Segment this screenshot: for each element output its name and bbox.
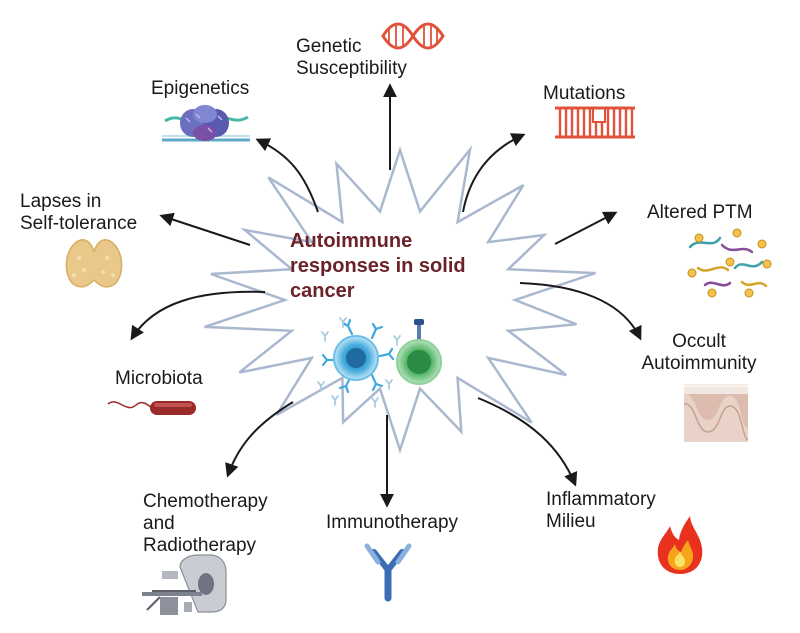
skin-tissue-icon: [683, 384, 749, 442]
label-ptm-line-1: Altered PTM: [647, 202, 753, 223]
modified-protein-icon: [687, 228, 772, 298]
arrow-epigenetics: [255, 138, 319, 213]
center-title-line-3: cancer: [290, 280, 355, 302]
arrows: [130, 83, 642, 508]
dna-helix-icon: [381, 22, 445, 50]
label-microbiota: Microbiota: [115, 368, 203, 390]
label-inflam-line-1: Inflammatory: [546, 489, 656, 510]
arrow-mutations: [462, 133, 526, 213]
arrow-tolerance: [159, 212, 251, 246]
bacterium-icon: [107, 401, 196, 415]
label-tolerance-line-1: Lapses in: [20, 191, 102, 212]
radiotherapy-machine-icon: [142, 554, 227, 615]
label-microbiota-line-1: Microbiota: [115, 368, 203, 389]
label-chemo-line-2: and: [143, 513, 175, 534]
t-cell-icon: [396, 319, 442, 385]
label-genetic-susceptibility: Genetic Susceptibility: [296, 36, 407, 80]
dendritic-cell-icon: [317, 317, 401, 408]
label-occult-line-2: Autoimmunity: [641, 353, 757, 374]
label-immuno-line-1: Immunotherapy: [326, 512, 459, 533]
center-title: Autoimmune responses in solid cancer: [290, 229, 510, 304]
arrow-chemo: [225, 401, 294, 478]
central-burst: [204, 145, 596, 455]
label-lapses-self-tolerance: Lapses in Self-tolerance: [20, 191, 137, 235]
thyroid-icon: [65, 239, 123, 288]
label-tolerance-line-2: Self-tolerance: [20, 213, 138, 234]
center-title-line-2: responses in solid: [290, 255, 466, 277]
center-title-line-1: Autoimmune: [290, 230, 413, 252]
arrow-microbiota: [130, 290, 266, 341]
label-occult-autoimmunity: Occult Autoimmunity: [624, 331, 774, 375]
arrow-ptm: [554, 211, 618, 245]
label-chemo-line-3: Radiotherapy: [143, 535, 257, 556]
dna-ladder-icon: [555, 106, 635, 139]
label-mutations-line-1: Mutations: [543, 83, 626, 104]
nucleosome-icon: [162, 105, 250, 142]
label-occult-line-1: Occult: [672, 331, 726, 352]
label-inflammatory-milieu: Inflammatory Milieu: [546, 489, 656, 533]
label-epigenetics: Epigenetics: [151, 78, 249, 100]
label-mutations: Mutations: [543, 83, 625, 105]
label-genetic-line-1: Genetic: [296, 36, 362, 57]
label-immunotherapy: Immunotherapy: [326, 512, 458, 534]
antibody-icon: [364, 543, 412, 602]
label-inflam-line-2: Milieu: [546, 511, 596, 532]
arrow-inflam: [477, 397, 578, 487]
flame-icon: [657, 516, 703, 574]
label-epigenetics-line-1: Epigenetics: [151, 78, 250, 99]
label-chemo-line-1: Chemotherapy: [143, 491, 268, 512]
arrow-occult: [519, 282, 642, 341]
label-chemotherapy-radiotherapy: Chemotherapy and Radiotherapy: [143, 491, 268, 557]
label-genetic-line-2: Susceptibility: [296, 58, 407, 79]
label-altered-ptm: Altered PTM: [647, 202, 753, 224]
